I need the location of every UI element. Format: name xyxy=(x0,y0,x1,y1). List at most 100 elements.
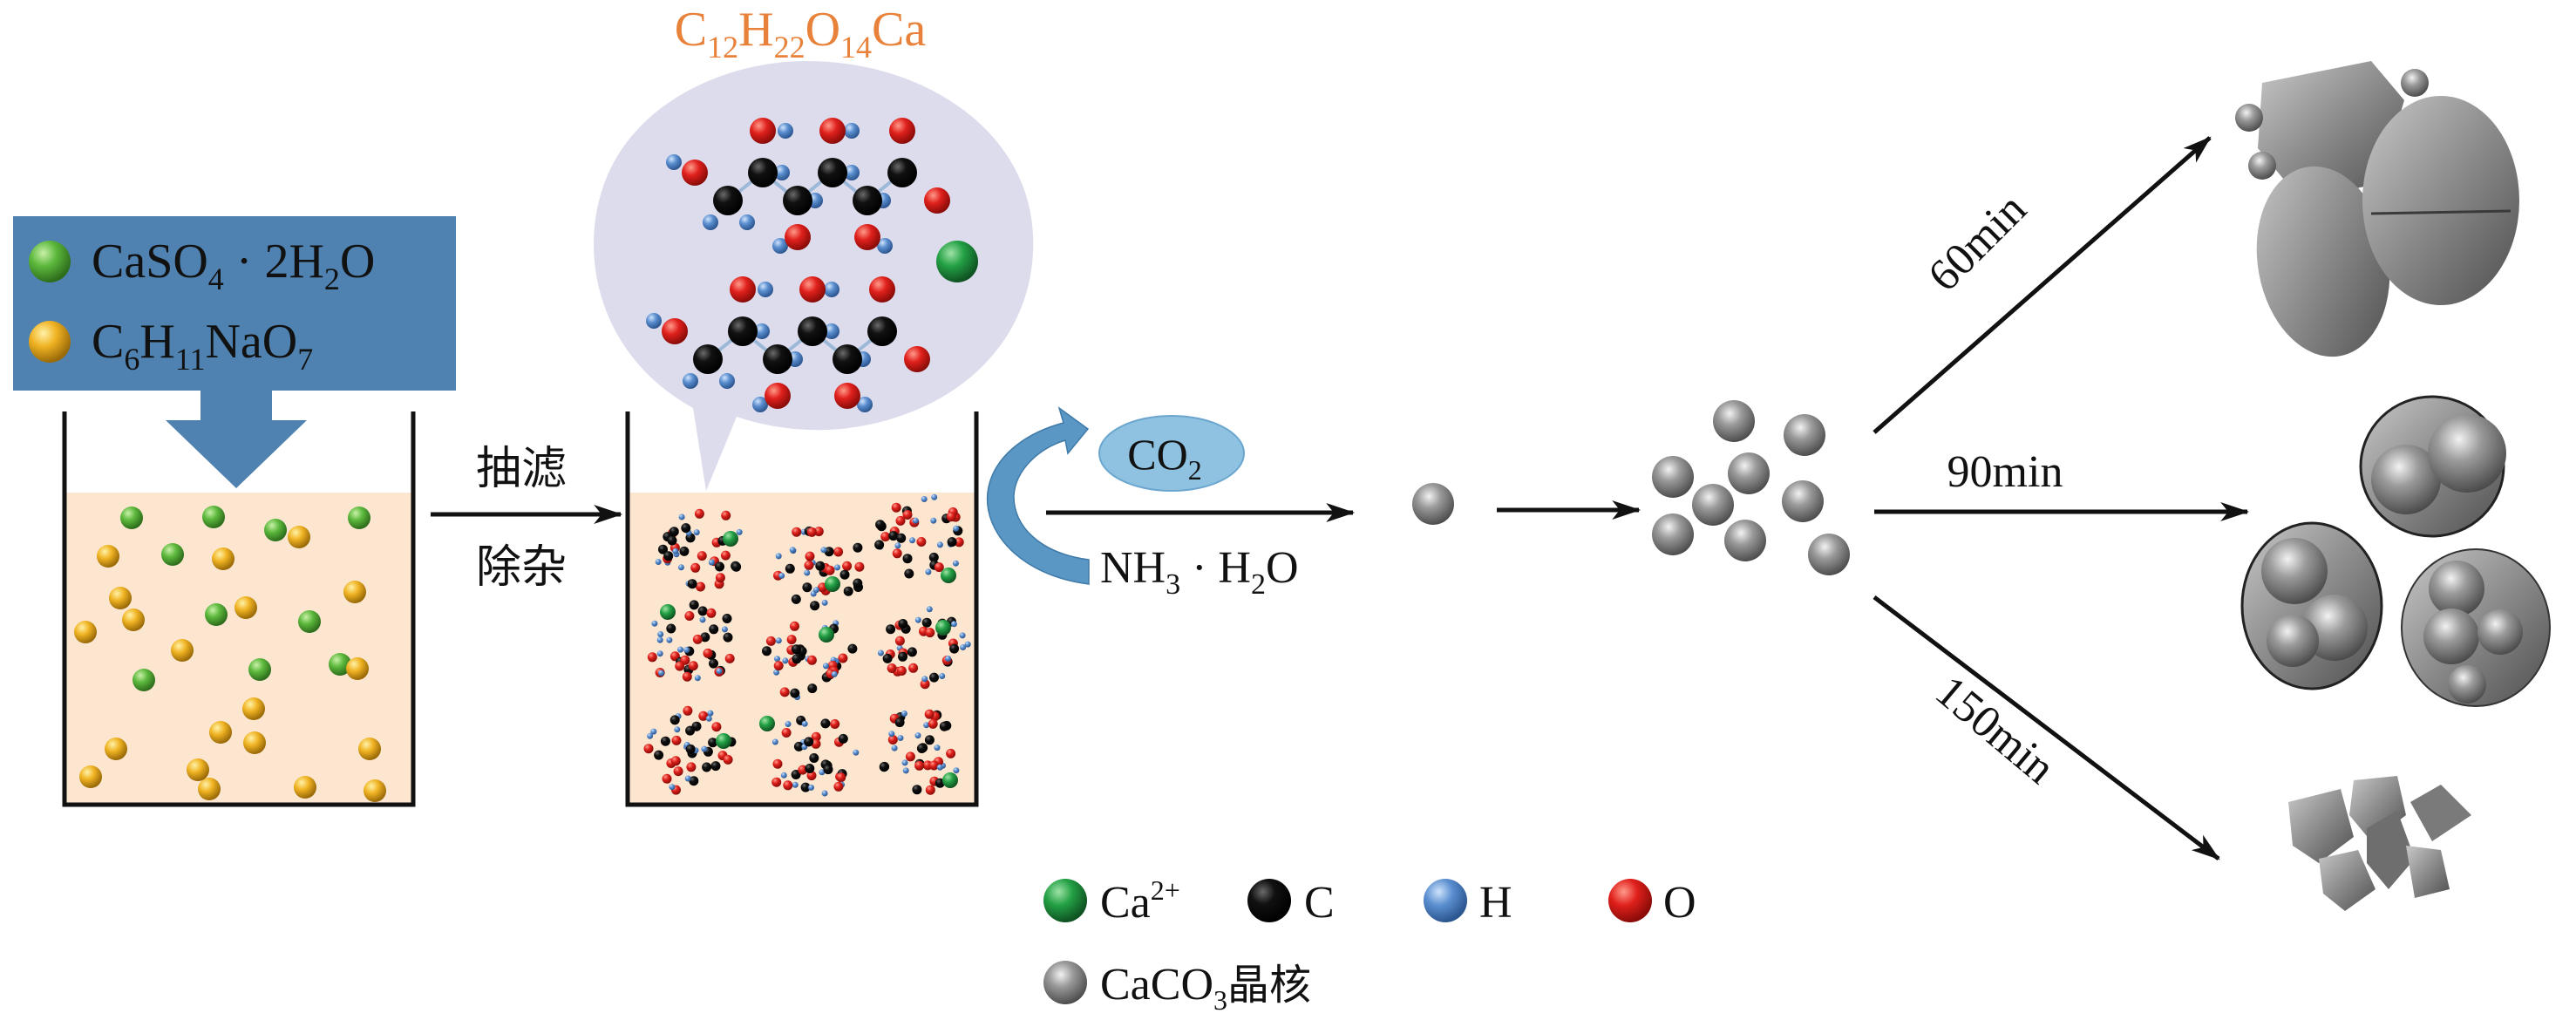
cluster-atom xyxy=(721,510,731,520)
crystal-90min-cluster-left xyxy=(2240,521,2383,690)
cluster-atom xyxy=(671,735,682,745)
cluster-atom xyxy=(821,790,828,797)
cluster-atom xyxy=(791,770,801,779)
cluster-atom xyxy=(839,569,850,580)
cluster-atom xyxy=(688,661,698,671)
cluster-atom xyxy=(921,496,928,502)
cluster-ball xyxy=(2429,561,2484,616)
cluster-atom xyxy=(716,668,723,675)
cluster-atom xyxy=(897,735,904,741)
caco3-nucleus-sphere xyxy=(1713,400,1755,442)
cluster-atom xyxy=(685,725,696,736)
cluster-atom xyxy=(838,733,848,744)
caco3-nucleus-sphere xyxy=(1724,520,1766,561)
cluster-atom xyxy=(672,547,679,554)
cluster-atom xyxy=(731,561,742,572)
calcium-sulfate-particle xyxy=(348,507,370,529)
carbon-atom xyxy=(783,186,812,215)
cluster-atom xyxy=(675,661,685,671)
cluster-atom xyxy=(774,656,780,663)
sodium-gluconate-particle xyxy=(187,758,209,781)
caco3-nucleus-sphere xyxy=(1692,484,1734,526)
cluster-atom xyxy=(683,705,693,716)
legend-label-calcium: Ca2+ xyxy=(1100,874,1180,928)
cluster-atom xyxy=(765,636,776,646)
cluster-atom xyxy=(921,676,928,683)
cluster-atom xyxy=(697,551,707,561)
flake xyxy=(2319,850,2375,911)
cluster-atom xyxy=(909,537,915,544)
cluster-atom xyxy=(707,710,714,717)
legend-label-nucleus: CaCO3晶核 xyxy=(1100,960,1311,1016)
cluster-atom xyxy=(692,634,703,644)
cluster-atom xyxy=(771,738,778,745)
cluster-atom xyxy=(792,654,802,664)
cluster-ball xyxy=(2261,538,2328,604)
cluster-atom xyxy=(874,540,885,550)
cluster-atom xyxy=(790,621,799,631)
hydrogen-atom xyxy=(774,165,790,180)
beaker-2-molecule-clusters xyxy=(643,493,971,797)
sodium-gluconate-particle xyxy=(109,587,132,609)
cluster-atom xyxy=(894,717,905,728)
cluster-atom xyxy=(894,636,905,646)
cluster-atom xyxy=(700,632,710,643)
calcium-sulfate-particle xyxy=(202,506,225,528)
cluster-atom xyxy=(923,722,930,729)
cluster-atom xyxy=(914,616,921,623)
cluster-atom xyxy=(677,564,684,571)
cluster-atom xyxy=(888,531,899,541)
cluster-atom xyxy=(904,568,914,579)
cluster-ball xyxy=(2428,414,2506,493)
cluster-atom xyxy=(853,542,863,553)
cluster-atom xyxy=(702,762,712,772)
cluster-atom xyxy=(698,711,709,721)
caco3-nucleus-sphere xyxy=(1728,452,1770,494)
sodium-gluconate-particle xyxy=(97,545,119,568)
cluster-atom xyxy=(650,728,657,735)
cluster-atom xyxy=(924,735,935,745)
oxygen-atom xyxy=(682,160,708,186)
beaker-2-wall xyxy=(625,411,979,807)
cluster-atom xyxy=(806,655,817,665)
legend-label-carbon: C xyxy=(1304,878,1335,928)
cluster-atom xyxy=(723,632,733,643)
cluster-atom xyxy=(723,754,733,765)
co2-label: CO2 xyxy=(1127,430,1201,486)
cluster-atom xyxy=(694,508,704,519)
cluster-atom xyxy=(693,529,700,536)
oxygen-atom xyxy=(750,118,776,144)
hydrogen-atom xyxy=(877,238,893,254)
cluster-atom xyxy=(914,760,925,771)
cluster-atom xyxy=(663,551,674,561)
oxygen-atom xyxy=(904,346,930,372)
sodium-gluconate-particle xyxy=(74,621,97,643)
cluster-atom xyxy=(647,652,657,663)
cluster-atom xyxy=(853,578,863,588)
calcium-sulfate-particle xyxy=(248,658,271,681)
cluster-atom xyxy=(824,547,834,557)
caco3-nucleus-sphere xyxy=(1782,480,1824,522)
cluster-atom xyxy=(722,614,732,623)
calcium-ion-particle xyxy=(825,576,840,592)
cluster-atom xyxy=(699,616,706,623)
cluster-atom xyxy=(667,535,677,546)
down-arrow-icon xyxy=(166,391,307,488)
cluster-atom xyxy=(894,542,901,549)
cluster-atom xyxy=(888,731,895,738)
cluster-atom xyxy=(820,718,831,729)
cluster-atom xyxy=(805,551,815,561)
cluster-atom xyxy=(681,523,691,534)
cluster-ball xyxy=(2477,609,2523,655)
cluster-atom xyxy=(806,527,817,537)
calcium-sulfate-particle xyxy=(264,519,287,541)
hydrogen-atom xyxy=(824,323,839,339)
cluster-atom xyxy=(670,756,681,766)
cluster-atom xyxy=(669,527,679,537)
cluster-atom xyxy=(785,721,792,727)
legend-item-carbon: C xyxy=(1247,878,1335,928)
cluster-atom xyxy=(785,563,795,574)
calcium-ion-particle xyxy=(660,604,676,620)
calcium-ion-particle xyxy=(819,627,834,643)
cluster-atom xyxy=(771,777,782,787)
